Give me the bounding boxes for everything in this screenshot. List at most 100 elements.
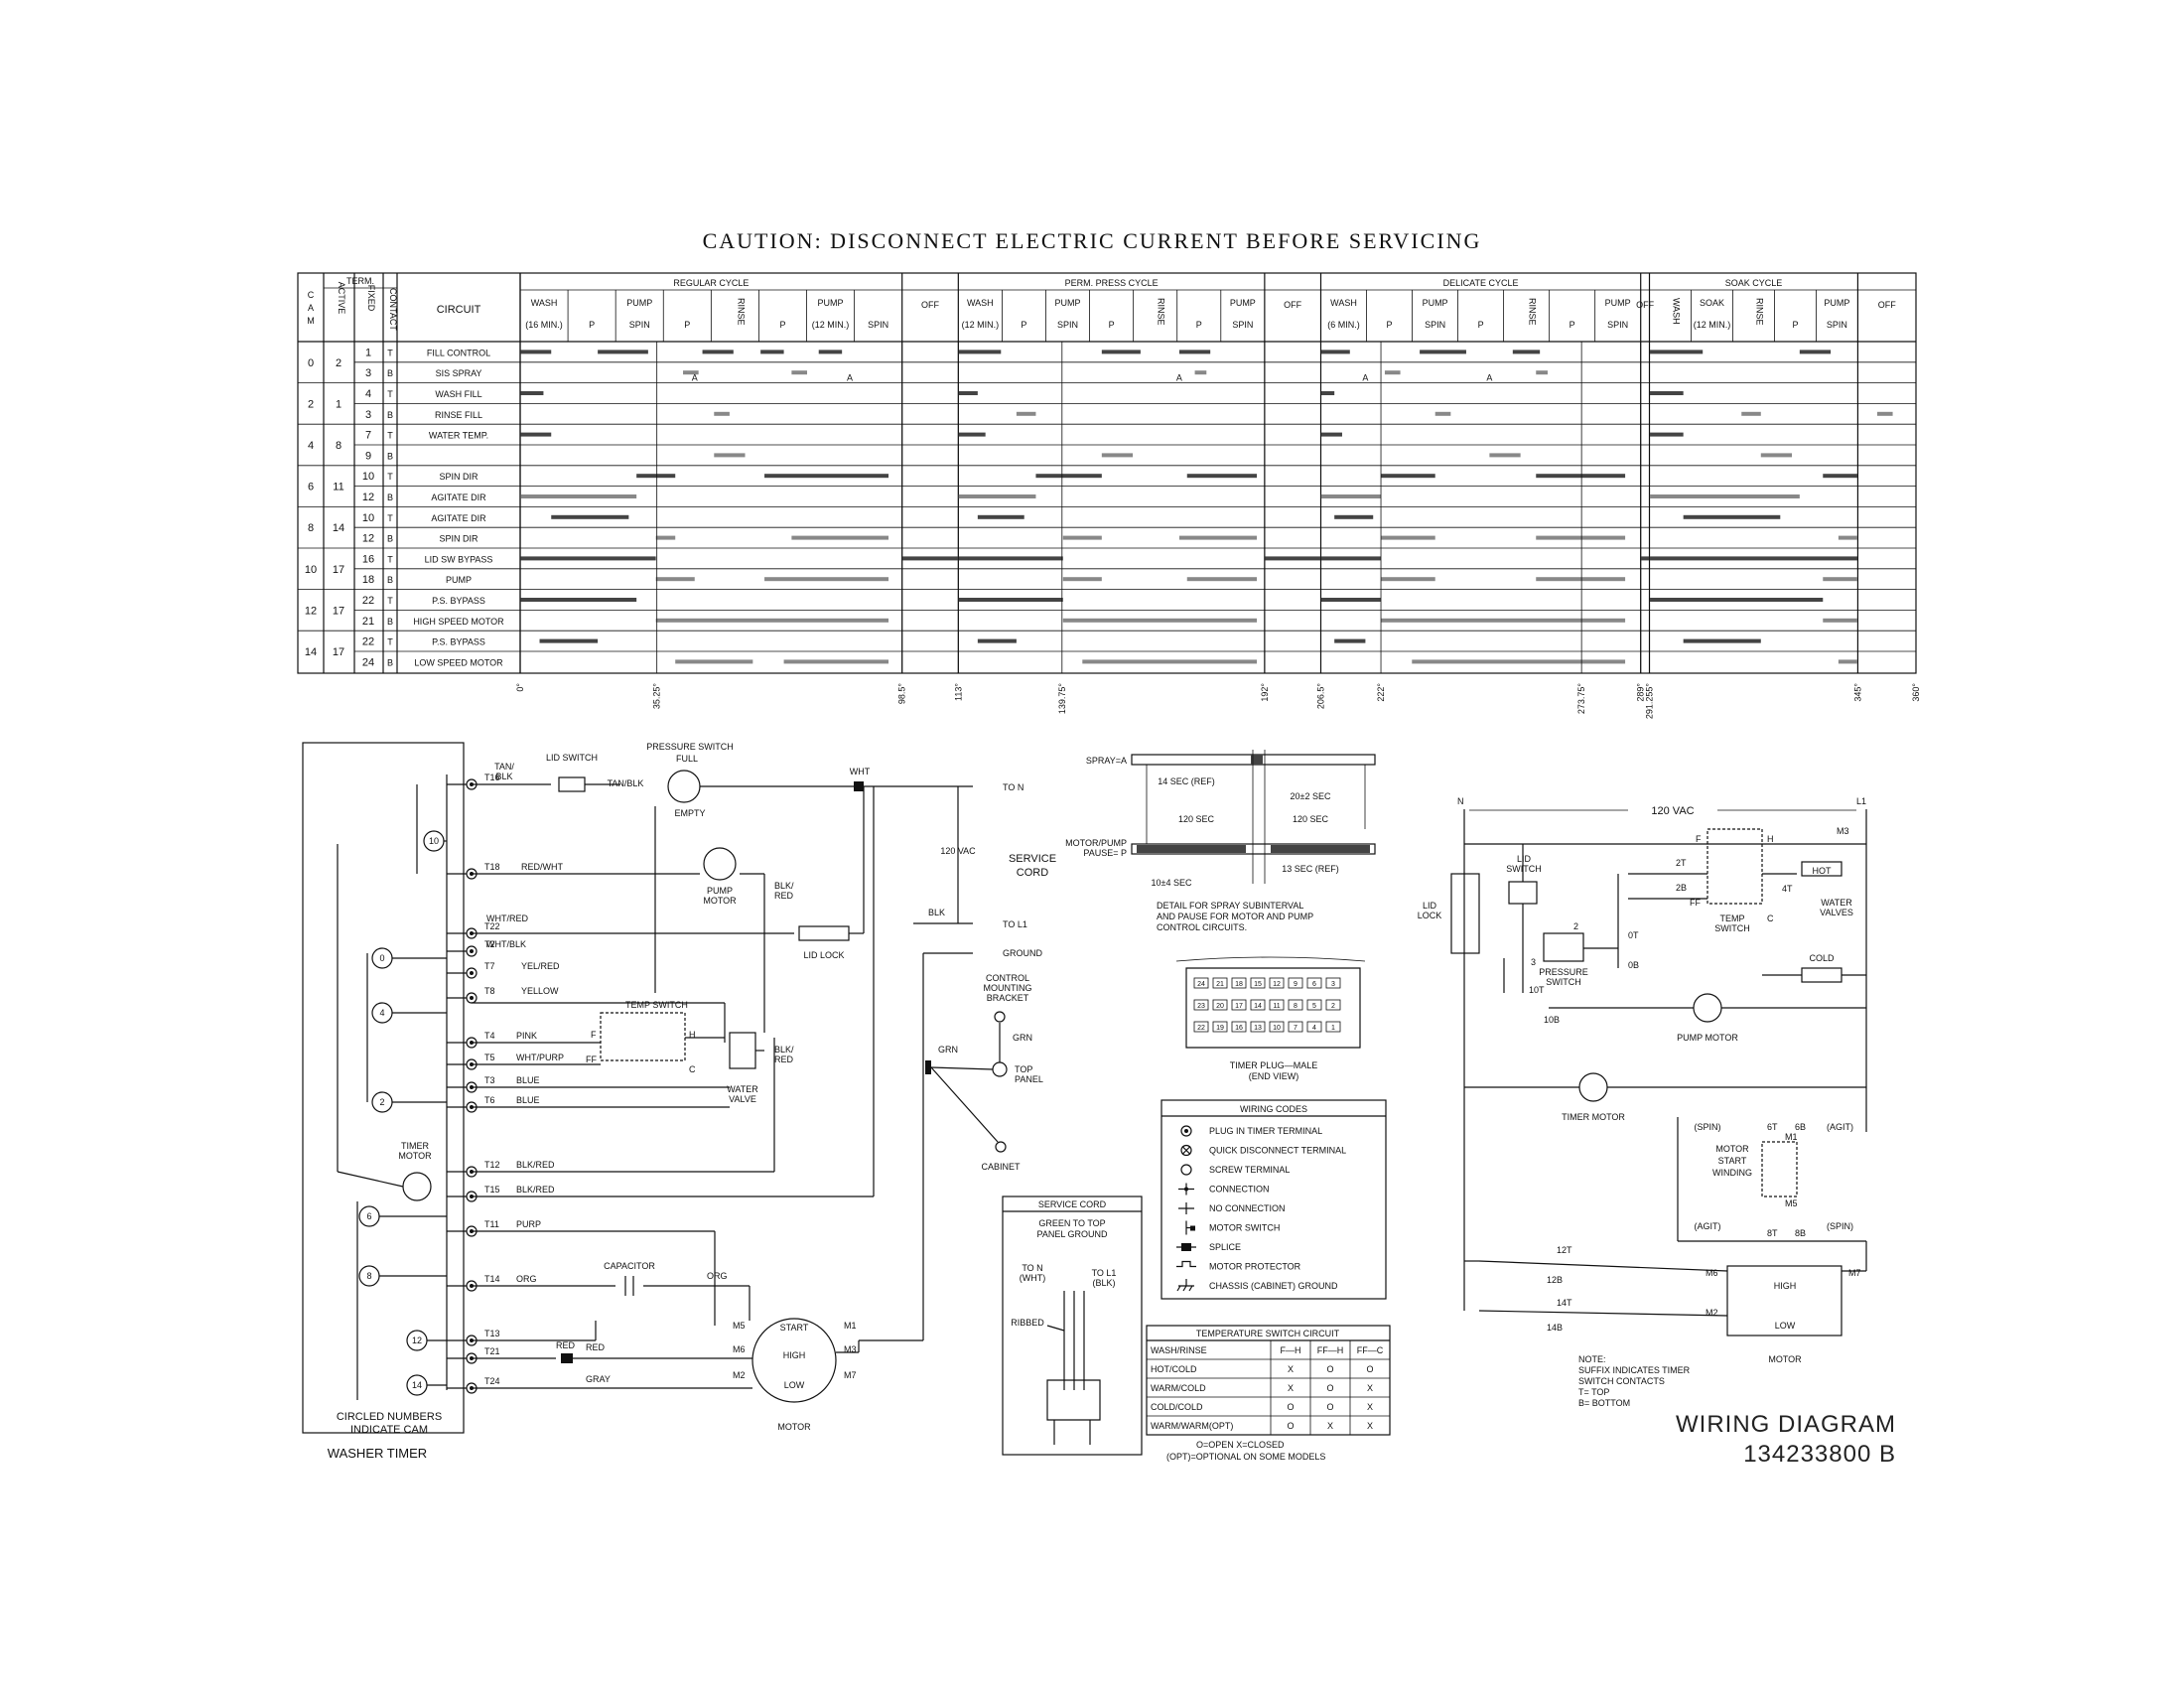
plug-pin: [1212, 1021, 1228, 1033]
svg-text:BRACKET: BRACKET: [987, 993, 1029, 1003]
timing-bar: [520, 350, 552, 354]
degree-label: 98.5°: [897, 683, 907, 705]
contact-value: T: [387, 389, 393, 399]
temp-table-cell: X: [1288, 1383, 1294, 1393]
svg-text:GREEN TO TOP: GREEN TO TOP: [1038, 1218, 1105, 1228]
cycle-off: OFF: [1878, 300, 1896, 310]
terminal-label: T13: [484, 1329, 500, 1338]
terminal-label: T24: [484, 1376, 500, 1386]
wire-color-label: ORG: [516, 1274, 537, 1284]
degree-label: 113°: [953, 683, 963, 701]
plug-pin-number: 6: [1312, 981, 1316, 988]
temp-table-cell: O: [1287, 1421, 1294, 1431]
wiring-code-item: MOTOR PROTECTOR: [1209, 1262, 1301, 1272]
temp-table-cell: O: [1287, 1402, 1294, 1412]
timing-bar: [977, 514, 1024, 519]
svg-text:C: C: [1767, 914, 1774, 923]
svg-text:14T: 14T: [1557, 1298, 1572, 1308]
svg-text:SWITCH: SWITCH: [1546, 977, 1581, 987]
cam-number: 14: [412, 1380, 422, 1390]
svg-text:TEMP: TEMP: [1719, 914, 1744, 923]
motor-label: MOTOR: [777, 1422, 811, 1432]
plug-pin: [1269, 999, 1285, 1011]
cam-number: 4: [379, 1008, 384, 1018]
plug-pin: [1193, 999, 1209, 1011]
svg-text:BLK/: BLK/: [774, 1045, 794, 1055]
timing-bar: [1489, 453, 1521, 458]
spray-t5: 13 SEC (REF): [1282, 864, 1339, 874]
plug-pin-number: 16: [1235, 1025, 1243, 1032]
svg-text:RED: RED: [586, 1342, 606, 1352]
terminal-label: T4: [484, 1031, 495, 1041]
circuit-value: P.S. BYPASS: [432, 596, 485, 606]
segment-label: WASH: [967, 298, 994, 308]
plug-pin: [1212, 977, 1228, 989]
svg-text:VALVES: VALVES: [1820, 908, 1853, 917]
term-header: TERM.: [346, 276, 374, 286]
plug-pin-number: 5: [1312, 1003, 1316, 1010]
svg-text:GRN: GRN: [938, 1045, 958, 1055]
wiring-code-item: CONNECTION: [1209, 1185, 1270, 1195]
contact-value: B: [387, 657, 393, 667]
timing-bar: [520, 391, 544, 395]
timing-bar: [1838, 659, 1858, 664]
degree-label: 0°: [515, 683, 525, 692]
timing-bar: [1823, 474, 1858, 479]
svg-text:WATER: WATER: [1821, 898, 1852, 908]
segment-label: P: [1792, 320, 1798, 330]
temp-table-cell: WARM/WARM(OPT): [1151, 1421, 1233, 1431]
spray-eq: SPRAY=A: [1086, 756, 1127, 766]
svg-text:M7: M7: [1848, 1268, 1861, 1278]
right-vac: 120 VAC: [1651, 805, 1694, 817]
timing-bar: [1381, 618, 1626, 623]
fixed-value: 7: [365, 430, 371, 442]
svg-text:2: 2: [1573, 921, 1578, 931]
segment-sub: SPIN: [1057, 320, 1078, 330]
degree-label: 192°: [1260, 683, 1270, 702]
cam-number: 2: [379, 1097, 384, 1107]
wire-color-label: YEL/RED: [521, 961, 560, 971]
temp-legend-1: O=OPEN X=CLOSED: [1196, 1440, 1285, 1450]
svg-text:MOTOR: MOTOR: [1715, 1144, 1749, 1154]
plug-pin-number: 7: [1294, 1025, 1297, 1032]
cycle-name: SOAK CYCLE: [1725, 278, 1783, 288]
fixed-value: 1: [365, 347, 371, 358]
svg-text:NOTE:: NOTE:: [1578, 1354, 1606, 1364]
segment-label: PUMP: [1055, 298, 1081, 308]
timing-bar: [1876, 411, 1893, 416]
plug-pin: [1250, 977, 1266, 989]
timing-bar: [1649, 598, 1824, 602]
svg-text:FF: FF: [586, 1055, 597, 1064]
svg-text:BLK/: BLK/: [774, 881, 794, 891]
timing-bar: [1062, 577, 1102, 582]
timing-bar: [1320, 350, 1350, 354]
contact-value: B: [387, 451, 393, 461]
degree-label: 291.255°: [1645, 683, 1655, 720]
terminal-label: T2: [484, 939, 495, 949]
svg-text:M: M: [307, 316, 315, 326]
svg-text:2B: 2B: [1676, 883, 1687, 893]
svg-text:WATER: WATER: [727, 1084, 758, 1094]
cam-number: 12: [412, 1336, 422, 1345]
timing-bar: [764, 577, 889, 582]
svg-text:6B: 6B: [1795, 1122, 1806, 1132]
timing-bar: [1101, 350, 1141, 354]
terminal-label: T3: [484, 1075, 495, 1085]
fixed-value: 3: [365, 367, 371, 379]
plug-pin: [1250, 1021, 1266, 1033]
segment-sub: SPIN: [1232, 320, 1253, 330]
plug-pin-number: 3: [1331, 981, 1335, 988]
circuit-header: CIRCUIT: [437, 304, 481, 316]
svg-text:SUFFIX INDICATES TIMER: SUFFIX INDICATES TIMER: [1578, 1365, 1691, 1375]
wire-color-label: WHT/PURP: [516, 1053, 564, 1062]
timing-bar: [1420, 350, 1466, 354]
fixed-value: 18: [362, 574, 374, 586]
svg-text:14B: 14B: [1547, 1323, 1563, 1333]
segment-label: P: [1570, 320, 1575, 330]
segment-label: P: [1109, 320, 1115, 330]
svg-text:C: C: [689, 1064, 696, 1074]
circuit-value: SPIN DIR: [439, 472, 478, 482]
svg-text:WINDING: WINDING: [1712, 1168, 1752, 1178]
